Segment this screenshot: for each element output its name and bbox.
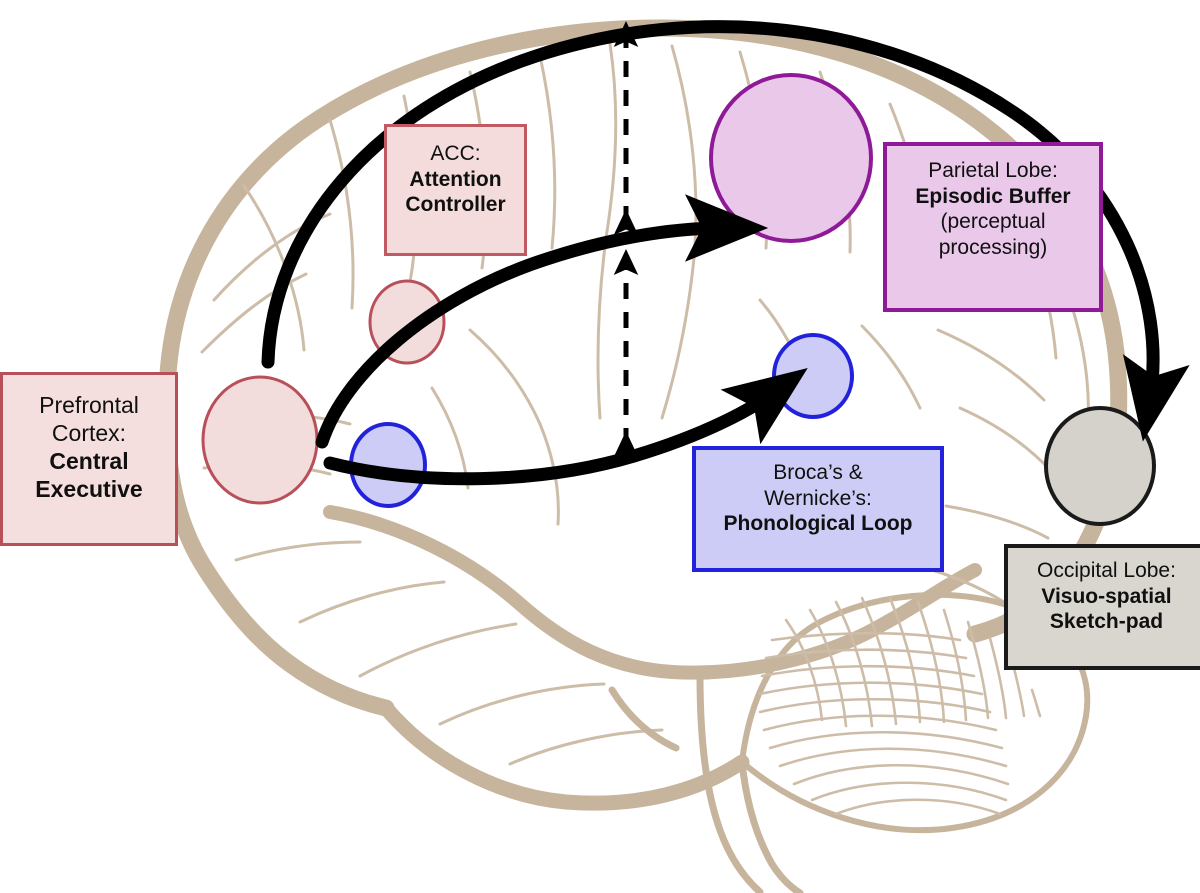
prefrontal-cortex-label[interactable]: Prefrontal Cortex: Central Executive — [0, 372, 178, 546]
parietal-line-1: Parietal Lobe: — [928, 159, 1058, 182]
parietal-region-circle[interactable] — [709, 73, 873, 243]
broca-wernicke-label[interactable]: Broca’s & Wernicke’s: Phonological Loop — [692, 446, 944, 572]
broca-line-2: Wernicke’s: — [764, 486, 872, 510]
occipital-region-circle[interactable] — [1044, 406, 1156, 526]
acc-line-1: ACC: — [430, 142, 481, 165]
brain-stem — [608, 672, 804, 893]
region-circles — [201, 73, 1156, 526]
occipital-lobe-label[interactable]: Occipital Lobe: Visuo-spatial Sketch-pad — [1004, 544, 1200, 670]
parietal-line-2: Episodic Buffer — [915, 184, 1071, 208]
central-executive-to-visuospatial-arrow — [261, 20, 1190, 442]
occipital-line-2: Visuo-spatial — [1041, 584, 1172, 608]
broca-line-1: Broca’s & — [773, 461, 863, 484]
acc-label[interactable]: ACC: Attention Controller — [384, 124, 527, 256]
prefrontal-line-2: Cortex: — [51, 420, 127, 447]
prefrontal-line-3: Central — [49, 448, 129, 475]
central-executive-to-episodic-buffer-arrow — [315, 194, 769, 449]
parietal-lobe-label[interactable]: Parietal Lobe: Episodic Buffer (perceptu… — [883, 142, 1103, 312]
cerebellum-striations — [758, 596, 1042, 816]
parietal-line-3: (perceptual — [940, 210, 1046, 234]
occipital-line-1: Occipital Lobe: — [1037, 559, 1176, 582]
wernicke-region-circle[interactable] — [772, 333, 854, 419]
prefrontal-line-1: Prefrontal — [39, 392, 139, 418]
acc-line-2: Attention — [409, 167, 502, 191]
central-executive-to-phonological-loop-arrow — [323, 368, 808, 486]
occipital-line-3: Sketch-pad — [1049, 610, 1164, 634]
prefrontal-line-4: Executive — [35, 476, 143, 503]
prefrontal-region-circle[interactable] — [201, 375, 319, 505]
parietal-line-4: processing) — [938, 235, 1048, 259]
acc-line-3: Controller — [405, 193, 506, 217]
broca-line-3: Phonological Loop — [723, 512, 913, 536]
